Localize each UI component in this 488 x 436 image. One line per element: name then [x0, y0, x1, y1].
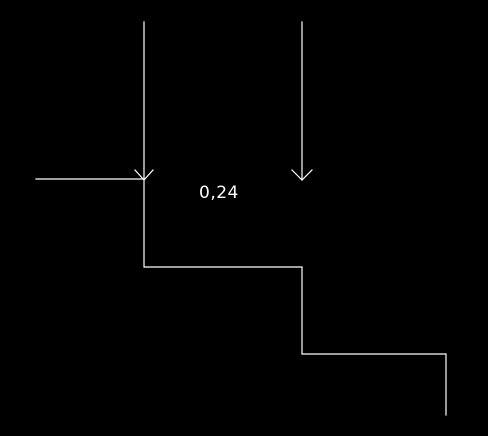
right-dimension-arrowhead-icon — [291, 169, 313, 181]
left-dimension-arrowhead-icon — [134, 169, 154, 181]
stepped-profile-line — [143, 21, 447, 416]
dimension-value-label: 0,24 — [199, 183, 239, 203]
